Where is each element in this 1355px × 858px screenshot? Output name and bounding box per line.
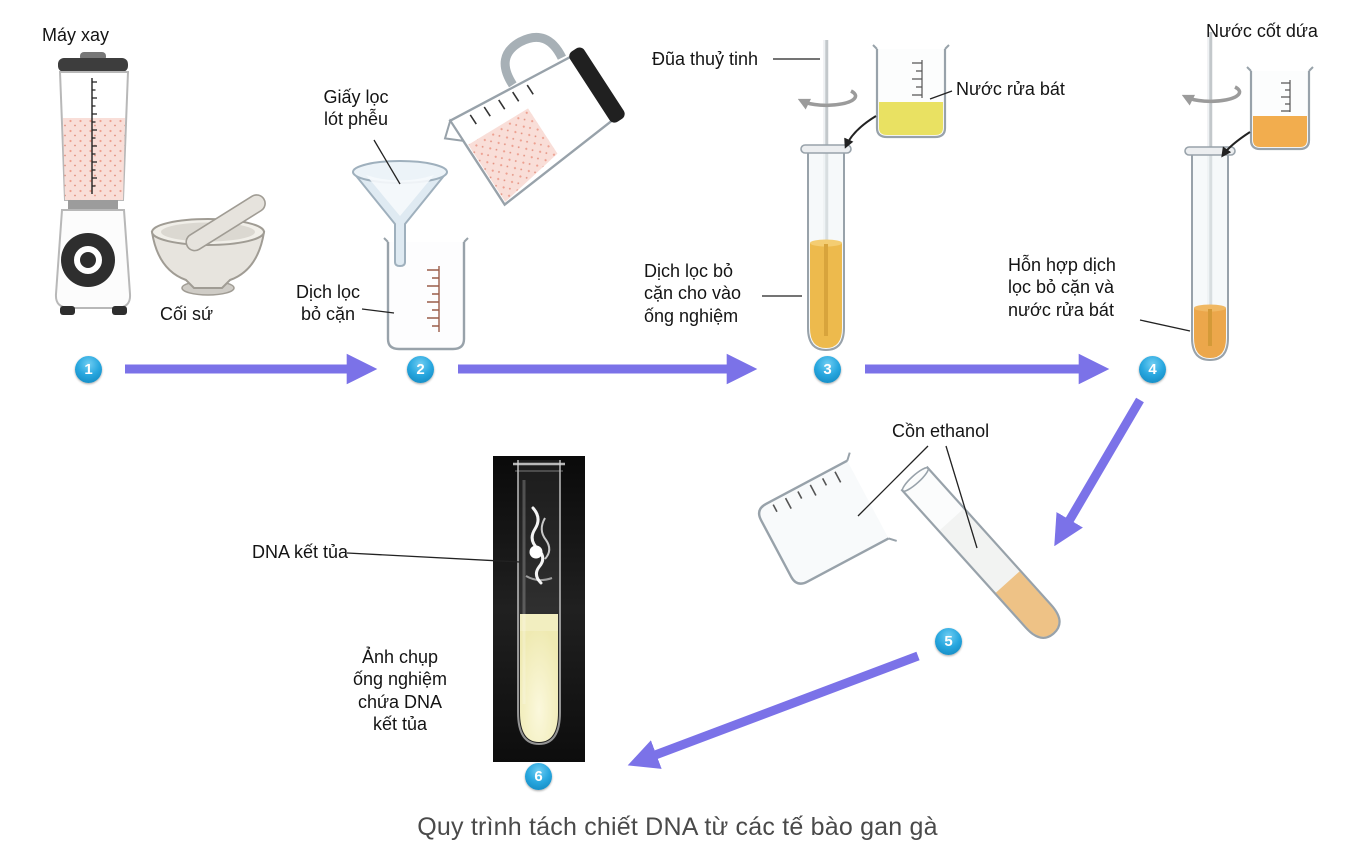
step-number: 6 [534,768,543,785]
step-badge-5: 5 [935,628,962,655]
arrow-step5-to-step6 [627,651,920,769]
ethanol-label: Cồn ethanol [892,421,990,441]
step-badge-1: 1 [75,356,102,383]
step-badge-3: 3 [814,356,841,383]
mixture-label: Hỗn hợp dịch lọc bỏ cặn và nước rửa bát [1008,255,1116,320]
glass-rod-label: Đũa thuỷ tinh [652,49,759,69]
pineapple-juice-label: Nước cốt dứa [1206,21,1318,41]
step-badge-4: 4 [1139,356,1166,383]
photo-caption-label: Ảnh chụp ống nghiệm chứa DNA kết tủa [352,647,448,734]
test-tube-with-rod-icon [1180,30,1240,365]
step-badge-2: 2 [407,356,434,383]
beaker-icon [383,236,469,354]
dna-precipitate-label: DNA kết tủa [252,542,349,562]
blender-icon [28,48,156,348]
filtrate-into-tube-label: Dịch lọc bỏ cặn cho vào ống nghiệm [644,261,742,326]
filtrate-label: Dịch lọc bỏ cặn [295,282,361,325]
step-number: 2 [416,361,425,378]
filter-paper-label: Giấy lọc lót phễu [323,87,389,130]
step-number: 5 [944,633,953,650]
diagram-caption: Quy trình tách chiết DNA từ các tế bào g… [417,813,938,841]
step-badge-6: 6 [525,763,552,790]
soap-beaker-icon [872,44,950,142]
dna-tube-photo [493,456,585,762]
mortar-label: Cối sứ [160,304,214,324]
step-number: 1 [84,361,93,378]
step-number: 3 [823,361,832,378]
ethanol-pour-icon [742,426,1072,646]
mortar-pestle-icon [146,188,276,303]
arrow-step4-to-step5 [1054,397,1144,547]
blender-label: Máy xay [42,25,110,45]
step-number: 4 [1148,361,1157,378]
funnel-icon [350,158,450,270]
pouring-jug-icon [442,32,637,214]
test-tube-with-rod-icon [796,38,856,363]
dish-soap-label: Nước rửa bát [956,79,1065,99]
pineapple-juice-beaker-icon [1246,66,1314,154]
